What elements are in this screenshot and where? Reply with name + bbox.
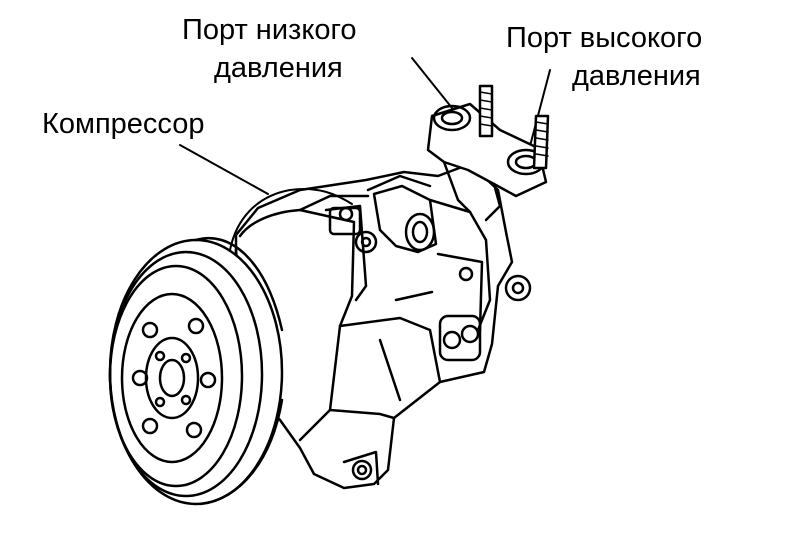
compressor-label: Компрессор	[42, 108, 205, 140]
pulley	[108, 236, 284, 506]
low-pressure-port	[432, 104, 472, 132]
low-pressure-leader-line	[411, 57, 453, 109]
compressor-body	[229, 162, 532, 490]
high-pressure-port-label-line2: давления	[572, 60, 701, 92]
ports	[426, 84, 550, 222]
high-pressure-port-label-line1: Порт высокого	[506, 22, 703, 54]
low-pressure-port-label-line2: давления	[214, 52, 343, 84]
high-pressure-leader-line	[529, 69, 551, 147]
compressor-leader-line	[179, 144, 269, 195]
leader-lines	[179, 57, 551, 195]
low-pressure-port-label-line1: Порт низкого	[182, 14, 357, 46]
